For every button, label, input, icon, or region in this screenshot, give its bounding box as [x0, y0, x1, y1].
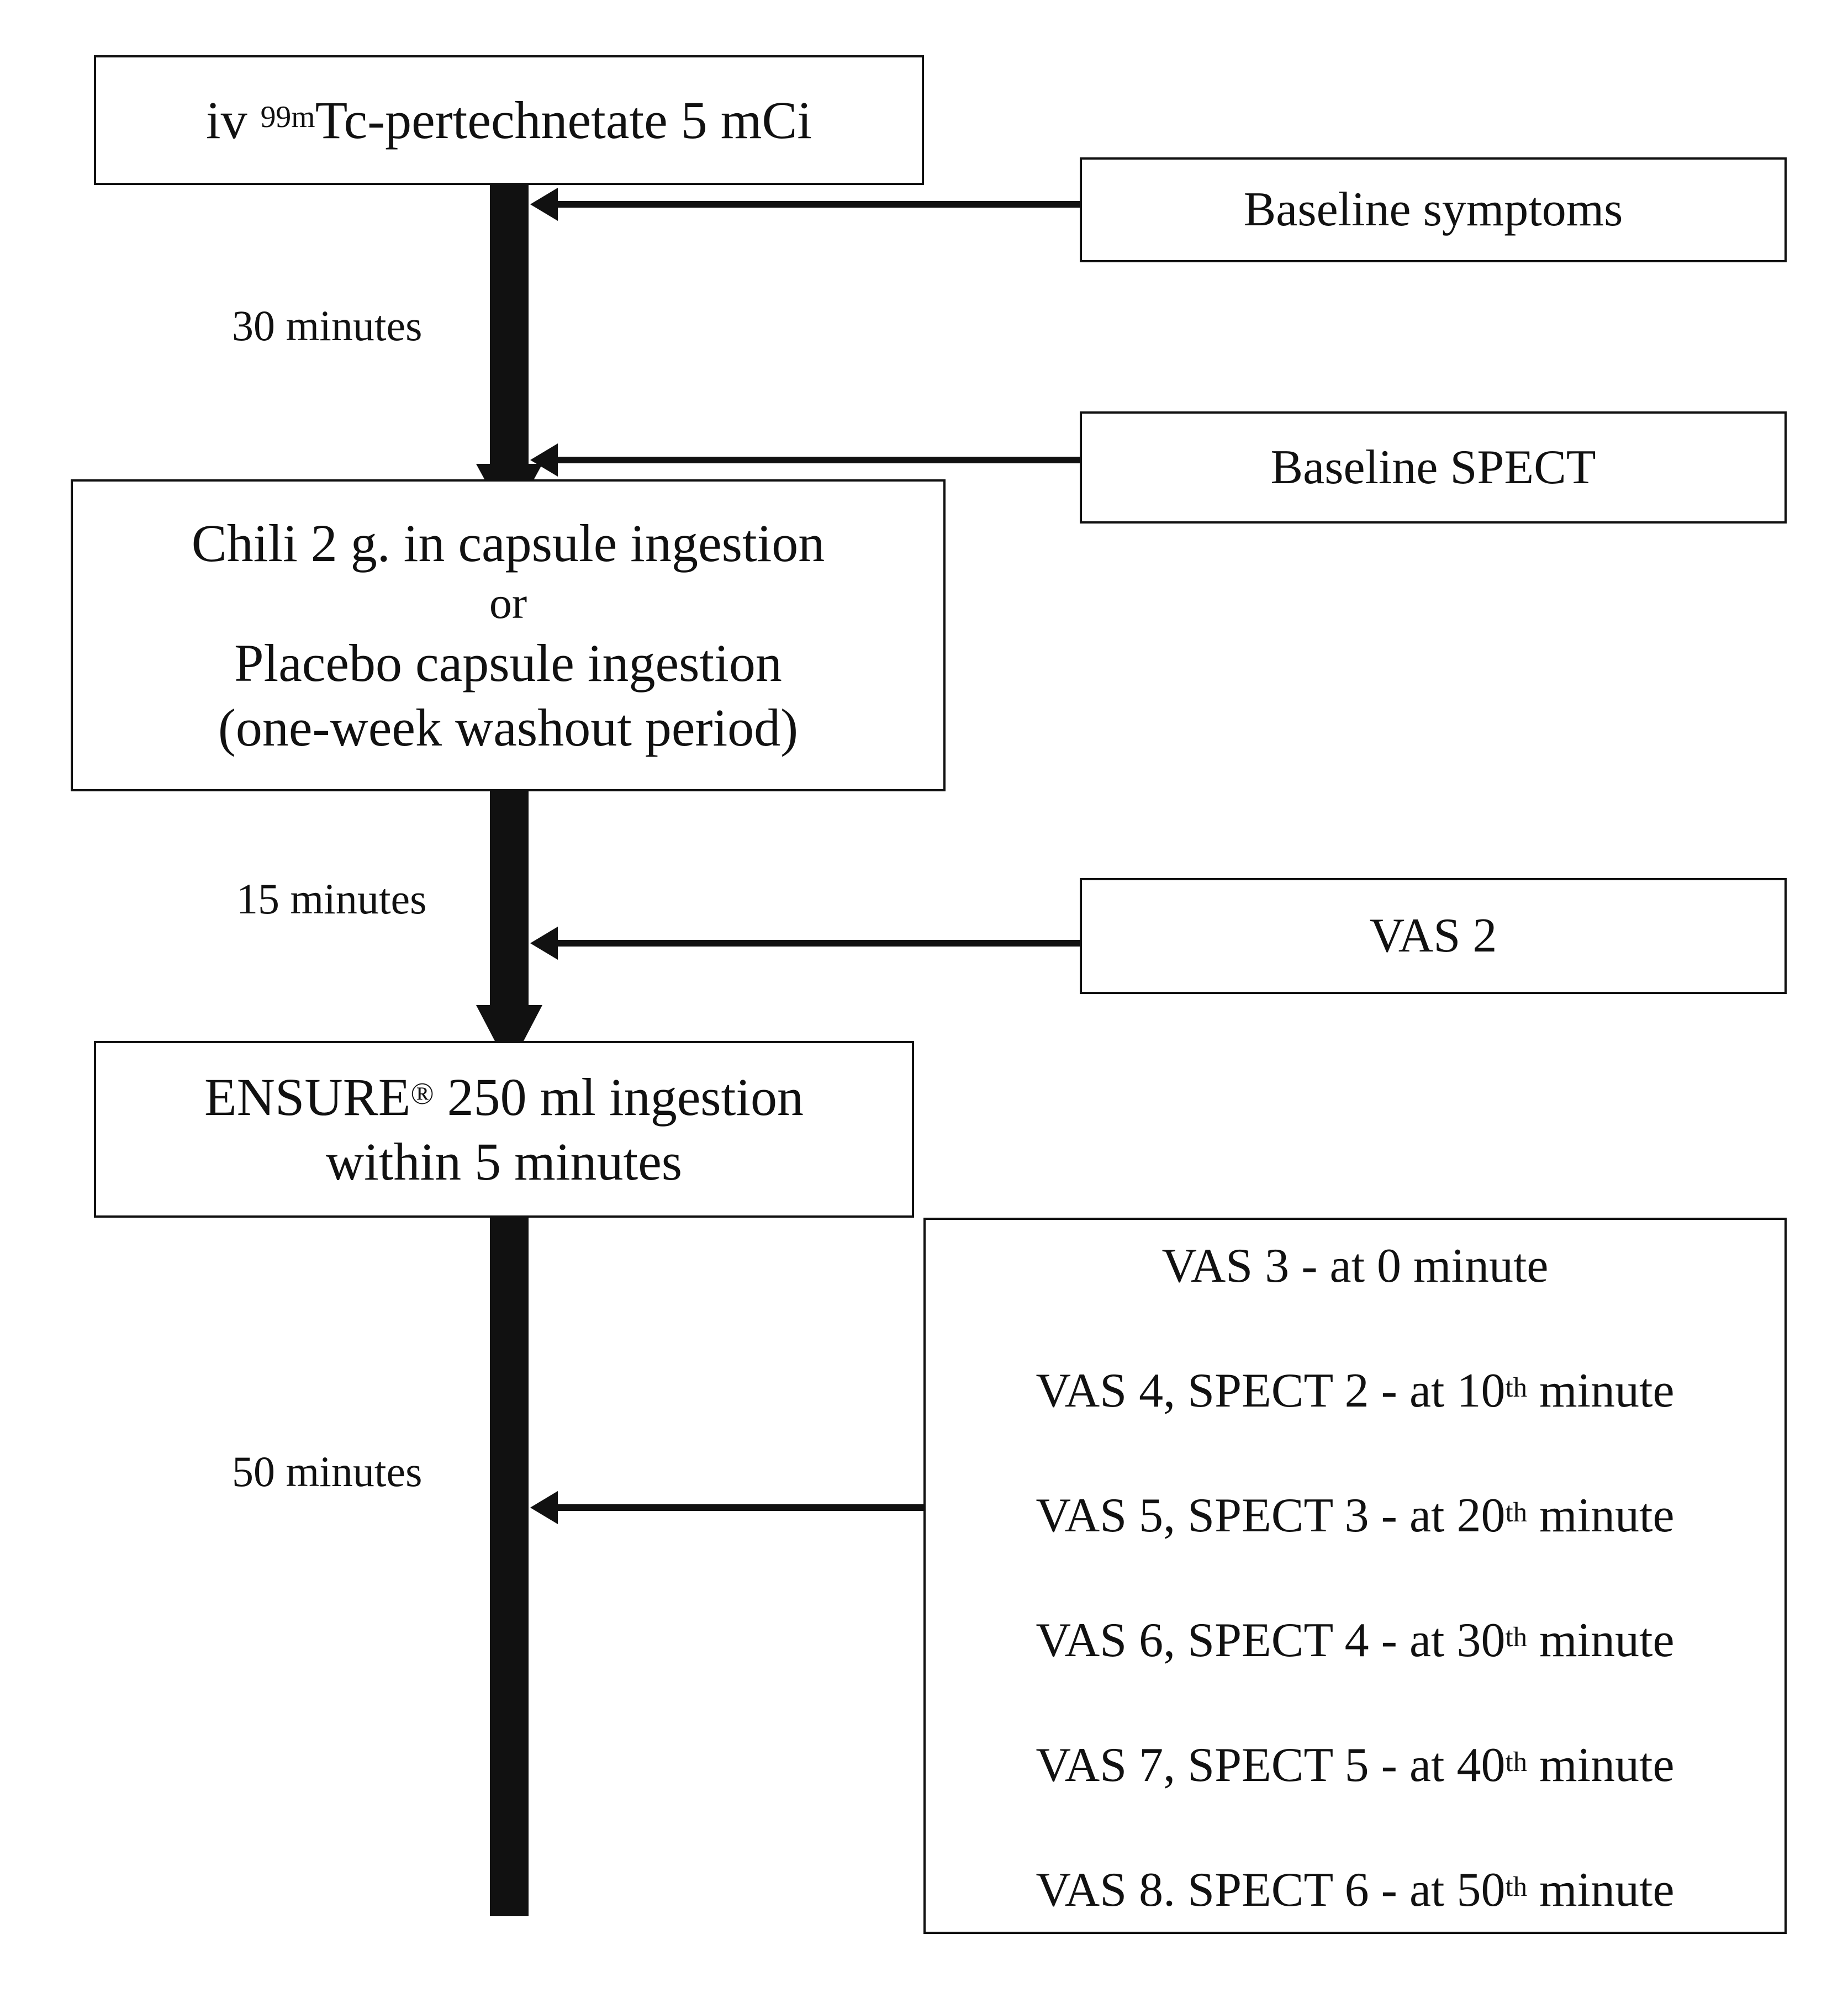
schedule-item: VAS 7, SPECT 5 - at 40th minute	[1036, 1738, 1675, 1793]
meal-step-box: ENSURE® 250 ml ingestion within 5 minute…	[94, 1041, 914, 1218]
intervention-step-box: Chili 2 g. in capsule ingestion or Place…	[71, 479, 946, 791]
arrowhead-baseline-spect	[530, 443, 558, 477]
meal-line-2: within 5 minutes	[325, 1132, 683, 1191]
vas2-text: VAS 2	[1369, 909, 1497, 963]
schedule-item: VAS 5, SPECT 3 - at 20th minute	[1036, 1489, 1675, 1543]
baseline-spect-box: Baseline SPECT	[1080, 411, 1787, 524]
intervention-line-1: Chili 2 g. in capsule ingestion	[191, 513, 825, 573]
arrowhead-schedule	[530, 1491, 558, 1524]
schedule-item: VAS 3 - at 0 minute	[1161, 1239, 1549, 1293]
interval-label-15: 15 minutes	[236, 875, 427, 923]
meal-line-1: ENSURE® 250 ml ingestion	[204, 1067, 804, 1127]
intervention-line-4: (one-week washout period)	[218, 698, 799, 758]
vas2-box: VAS 2	[1080, 878, 1787, 994]
arrowhead-vas2	[530, 927, 558, 960]
measurement-schedule-box: VAS 3 - at 0 minute VAS 4, SPECT 2 - at …	[923, 1218, 1787, 1934]
injection-step-box: iv 99mTc-pertechnetate 5 mCi	[94, 55, 924, 185]
interval-label-30: 30 minutes	[232, 302, 423, 350]
timeline-segment-2	[490, 790, 529, 1011]
schedule-item: VAS 4, SPECT 2 - at 10th minute	[1036, 1364, 1675, 1418]
schedule-item: VAS 6, SPECT 4 - at 30th minute	[1036, 1614, 1675, 1668]
registered-mark: ®	[410, 1077, 434, 1112]
intervention-line-2: or	[489, 577, 527, 628]
intervention-line-3: Placebo capsule ingestion	[234, 633, 782, 692]
timeline-segment-1	[490, 184, 529, 477]
schedule-item: VAS 8. SPECT 6 - at 50th minute	[1036, 1863, 1675, 1917]
timeline-segment-3	[490, 1217, 529, 1916]
arrowhead-baseline-symptoms	[530, 188, 558, 221]
timeline-arrowhead-2	[476, 1005, 542, 1069]
baseline-symptoms-box: Baseline symptoms	[1080, 157, 1787, 262]
interval-label-50: 50 minutes	[232, 1447, 423, 1495]
baseline-spect-text: Baseline SPECT	[1270, 440, 1596, 494]
injection-step-text: iv 99mTc-pertechnetate 5 mCi	[205, 90, 812, 150]
baseline-symptoms-text: Baseline symptoms	[1243, 183, 1623, 237]
isotope-superscript: 99m	[260, 100, 315, 135]
